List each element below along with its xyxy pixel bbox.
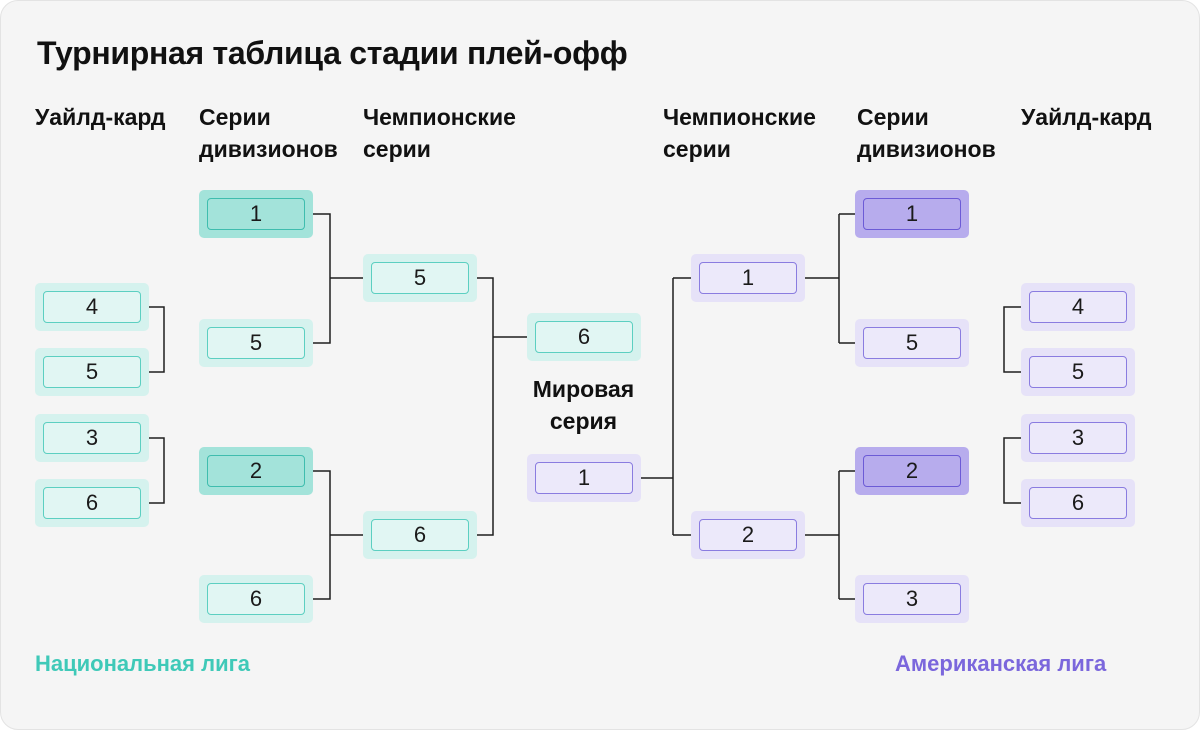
nl-wildcard-team: 5 — [35, 348, 149, 396]
header-al-division: Серии дивизионов — [857, 104, 996, 162]
header-nl-championship: Чемпионские серии — [363, 104, 516, 162]
team-seed: 3 — [1029, 422, 1127, 454]
header-nl-division: Серии дивизионов — [199, 104, 338, 162]
page-title: Турнирная таблица стадии плей-офф — [37, 35, 628, 71]
connector-al-cs-b — [805, 470, 857, 600]
nl-division-team: 6 — [199, 575, 313, 623]
team-seed: 5 — [863, 327, 961, 359]
nl-division-team: 5 — [199, 319, 313, 367]
national-league-label: Национальная лига — [35, 651, 251, 676]
nl-championship-team: 5 — [363, 254, 477, 302]
connector-nl-div-b — [313, 470, 363, 600]
team-seed: 5 — [207, 327, 305, 359]
world-series-label: Мировая серия — [532, 376, 635, 434]
team-seed: 5 — [371, 262, 469, 294]
al-championship-team: 2 — [691, 511, 805, 559]
al-division-team: 2 — [855, 447, 969, 495]
team-seed: 6 — [1029, 487, 1127, 519]
team-seed: 5 — [1029, 356, 1127, 388]
team-seed: 4 — [1029, 291, 1127, 323]
team-seed: 5 — [43, 356, 141, 388]
al-wildcard-team: 4 — [1021, 283, 1135, 331]
connector-al-wc-b — [1003, 437, 1021, 504]
al-championship-team: 1 — [691, 254, 805, 302]
nl-division-team: 2 — [199, 447, 313, 495]
nl-wildcard-team: 3 — [35, 414, 149, 462]
american-league-label: Американская лига — [895, 651, 1107, 676]
team-seed: 2 — [207, 455, 305, 487]
connector-nl-wc-a — [149, 306, 165, 373]
team-seed: 1 — [863, 198, 961, 230]
connector-al-ws — [641, 277, 691, 536]
al-division-team: 5 — [855, 319, 969, 367]
connector-nl-div-a — [313, 213, 363, 344]
team-seed: 6 — [535, 321, 633, 353]
nl-wildcard-team: 4 — [35, 283, 149, 331]
connector-nl-cs — [477, 277, 527, 536]
team-seed: 2 — [699, 519, 797, 551]
al-wildcard-team: 6 — [1021, 479, 1135, 527]
team-seed: 3 — [43, 422, 141, 454]
al-wildcard-team: 5 — [1021, 348, 1135, 396]
team-seed: 1 — [207, 198, 305, 230]
header-al-championship: Чемпионские серии — [663, 104, 816, 162]
al-wildcard-team: 3 — [1021, 414, 1135, 462]
team-seed: 2 — [863, 455, 961, 487]
connector-al-cs-a — [805, 213, 857, 344]
world-series-nl-team: 6 — [527, 313, 641, 361]
team-seed: 4 — [43, 291, 141, 323]
team-seed: 6 — [207, 583, 305, 615]
header-al-wildcard: Уайлд-кард — [1021, 104, 1152, 130]
nl-division-team: 1 — [199, 190, 313, 238]
nl-wildcard-team: 6 — [35, 479, 149, 527]
connector-nl-wc-b — [149, 437, 165, 504]
team-seed: 6 — [371, 519, 469, 551]
team-seed: 3 — [863, 583, 961, 615]
al-division-team: 1 — [855, 190, 969, 238]
nl-championship-team: 6 — [363, 511, 477, 559]
header-nl-wildcard: Уайлд-кард — [35, 104, 166, 130]
team-seed: 1 — [699, 262, 797, 294]
connector-al-wc-a — [1003, 306, 1021, 373]
al-division-team: 3 — [855, 575, 969, 623]
world-series-al-team: 1 — [527, 454, 641, 502]
team-seed: 6 — [43, 487, 141, 519]
team-seed: 1 — [535, 462, 633, 494]
